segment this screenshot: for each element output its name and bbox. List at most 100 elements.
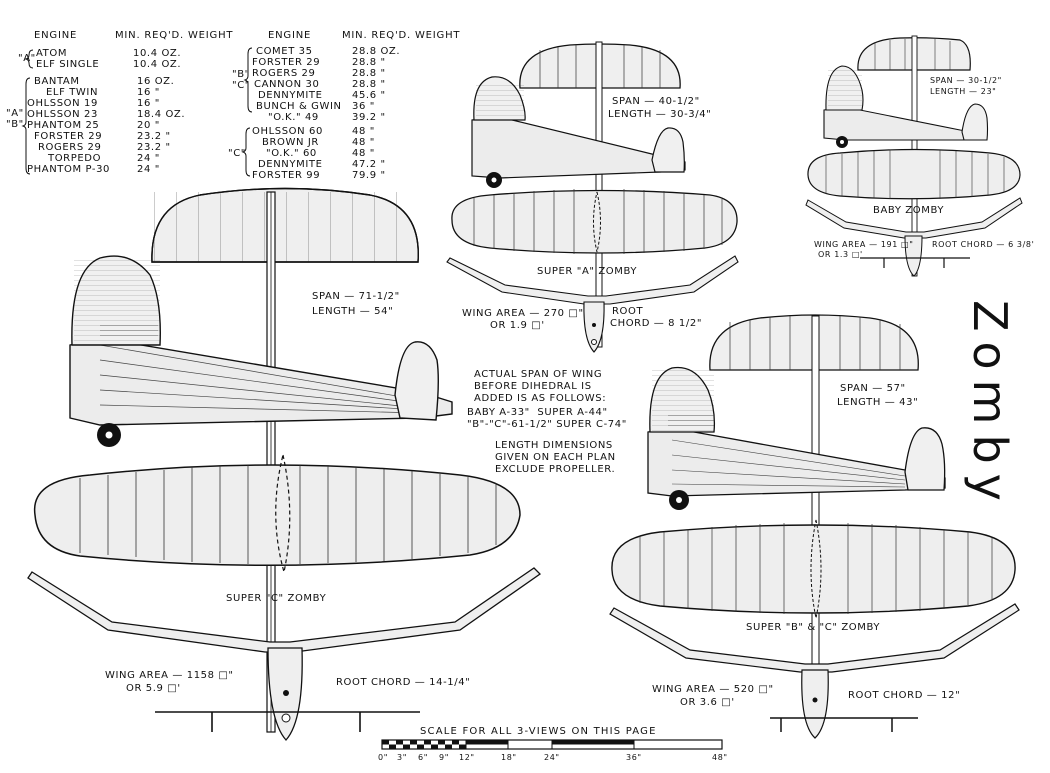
engine-weight: 16 " [137, 87, 160, 98]
engine-weight: 28.8 OZ. [352, 46, 401, 57]
super-c-root-chord: ROOT CHORD — 14-1/4" [336, 677, 471, 688]
engine-row: ELF TWIN [46, 87, 99, 98]
engine-row: ELF SINGLE [36, 59, 100, 70]
note-line: "B"-"C"-61-1/2" SUPER C-74" [467, 419, 627, 430]
super-bc-fuselage-side [647, 427, 946, 497]
super-a-three-view [446, 41, 739, 353]
baby-fuselage-front [904, 235, 923, 277]
engine-weight: 48 " [352, 126, 375, 137]
baby-rudder-side [961, 103, 989, 141]
super-bc-wing-area-ft: OR 3.6 □' [680, 697, 735, 708]
engine-weight: 16 " [137, 98, 160, 109]
super-a-fuselage-side [471, 116, 686, 179]
engine-row: PHANTOM P-30 [27, 164, 111, 175]
group-bc-label-b: "B" [232, 69, 250, 80]
engine-weight: 23.2 " [137, 142, 171, 153]
super-c-name: SUPER "C" ZOMBY [226, 593, 327, 604]
scale-tick-label: 9" [439, 753, 449, 762]
note-line: ADDED IS AS FOLLOWS: [474, 393, 607, 404]
engine-row: "O.K." 49 [268, 112, 319, 123]
engine-weight: 16 OZ. [137, 76, 175, 87]
engine-weight: 24 " [137, 153, 160, 164]
super-bc-three-view [609, 314, 1020, 739]
engine-row: BUNCH & GWIN [256, 101, 342, 112]
super-c-three-view [27, 187, 542, 741]
note-line: BABY A-33" SUPER A-44" [467, 407, 608, 418]
super-a-name: SUPER "A" ZOMBY [537, 266, 638, 277]
engine-weight: 36 " [352, 101, 375, 112]
group-bc-label-c: "C" [232, 80, 250, 91]
super-a-wing-plan [451, 189, 738, 254]
baby-wing-area-ft: OR 1.3 □' [818, 250, 863, 259]
page-title: Zomby [960, 300, 1020, 511]
engine-weight: 10.4 OZ. [133, 48, 182, 59]
scale-tick-label: 3" [397, 753, 407, 762]
super-bc-root-chord: ROOT CHORD — 12" [848, 690, 961, 701]
engine-row: ROGERS 29 [38, 142, 102, 153]
engine-row: DENNYMITE [258, 159, 323, 170]
engine-row: TORPEDO [48, 153, 102, 164]
engine-row: COMET 35 [256, 46, 313, 57]
engine-row: OHLSSON 23 [27, 109, 98, 120]
scale-tick-label: 24" [544, 753, 560, 762]
super-bc-wing-area: WING AREA — 520 □" [652, 684, 774, 695]
super-a-root-chord: CHORD — 8 1/2" [610, 318, 703, 329]
engine-weight: 23.2 " [137, 131, 171, 142]
group-ab-label-a: "A" [6, 108, 24, 119]
scale-tick-label: 48" [712, 753, 728, 762]
super-bc-span: SPAN — 57" [840, 383, 906, 394]
engine-row: PHANTOM 25 [27, 120, 100, 131]
super-c-span: SPAN — 71-1/2" [312, 291, 400, 302]
super-a-wing-area: WING AREA — 270 □" [462, 308, 584, 319]
scale-tick-label: 18" [501, 753, 517, 762]
baby-wing-plan [807, 148, 1021, 200]
engine-row: DENNYMITE [258, 90, 323, 101]
engine-row: FORSTER 29 [252, 57, 321, 68]
engine-row: "O.K." 60 [266, 148, 317, 159]
engine-weight: 28.8 " [352, 57, 386, 68]
note-line: EXCLUDE PROPELLER. [495, 464, 616, 475]
note-line: GIVEN ON EACH PLAN [495, 452, 616, 463]
super-bc-wing-plan [611, 524, 1016, 614]
engine-weight: 28.8 " [352, 79, 386, 90]
super-a-wing-front [446, 255, 739, 305]
scale-caption: SCALE FOR ALL 3-VIEWS ON THIS PAGE [420, 726, 657, 737]
super-bc-rudder-side [904, 427, 946, 491]
group-ab-label-b: "B" [6, 119, 24, 130]
baby-length: LENGTH — 23" [930, 87, 997, 96]
engine-weight: 24 " [137, 164, 160, 175]
engine-row: FORSTER 29 [34, 131, 103, 142]
super-bc-wing-front [609, 603, 1020, 673]
baby-three-view [805, 35, 1023, 277]
scale-tick-label: 6" [418, 753, 428, 762]
engine-weight: 45.6 " [352, 90, 386, 101]
engine-row: OHLSSON 60 [252, 126, 323, 137]
baby-fuselage-side [823, 106, 986, 141]
super-c-rudder-side [394, 341, 439, 421]
engine-row: FORSTER 99 [252, 170, 321, 181]
scale-tick-label: 12" [459, 753, 475, 762]
table-left-weight-header: MIN. REQ'D. WEIGHT [115, 30, 234, 41]
note-line: LENGTH DIMENSIONS [495, 440, 613, 451]
note-line: ACTUAL SPAN OF WING [474, 369, 603, 380]
super-c-wing-plan [33, 464, 521, 566]
baby-wing-area: WING AREA — 191 □" [814, 240, 914, 249]
engine-weight: 20 " [137, 120, 160, 131]
super-a-root-label: ROOT [612, 306, 644, 317]
engine-weight: 48 " [352, 137, 375, 148]
scale-tick-label: 0" [378, 753, 388, 762]
table-left-engine-header: ENGINE [34, 30, 78, 41]
scale-tick-label: 36" [626, 753, 642, 762]
super-bc-name: SUPER "B" & "C" ZOMBY [746, 622, 881, 633]
engine-weight: 79.9 " [352, 170, 386, 181]
engine-row: ROGERS 29 [252, 68, 316, 79]
engine-row: BANTAM [34, 76, 80, 87]
engine-weight: 39.2 " [352, 112, 386, 123]
super-c-wing-front [27, 567, 542, 653]
engine-weight: 28.8 " [352, 68, 386, 79]
super-c-wing-area-ft: OR 5.9 □' [126, 683, 181, 694]
table-right-engine-header: ENGINE [268, 30, 312, 41]
engine-row: ATOM [36, 48, 68, 59]
